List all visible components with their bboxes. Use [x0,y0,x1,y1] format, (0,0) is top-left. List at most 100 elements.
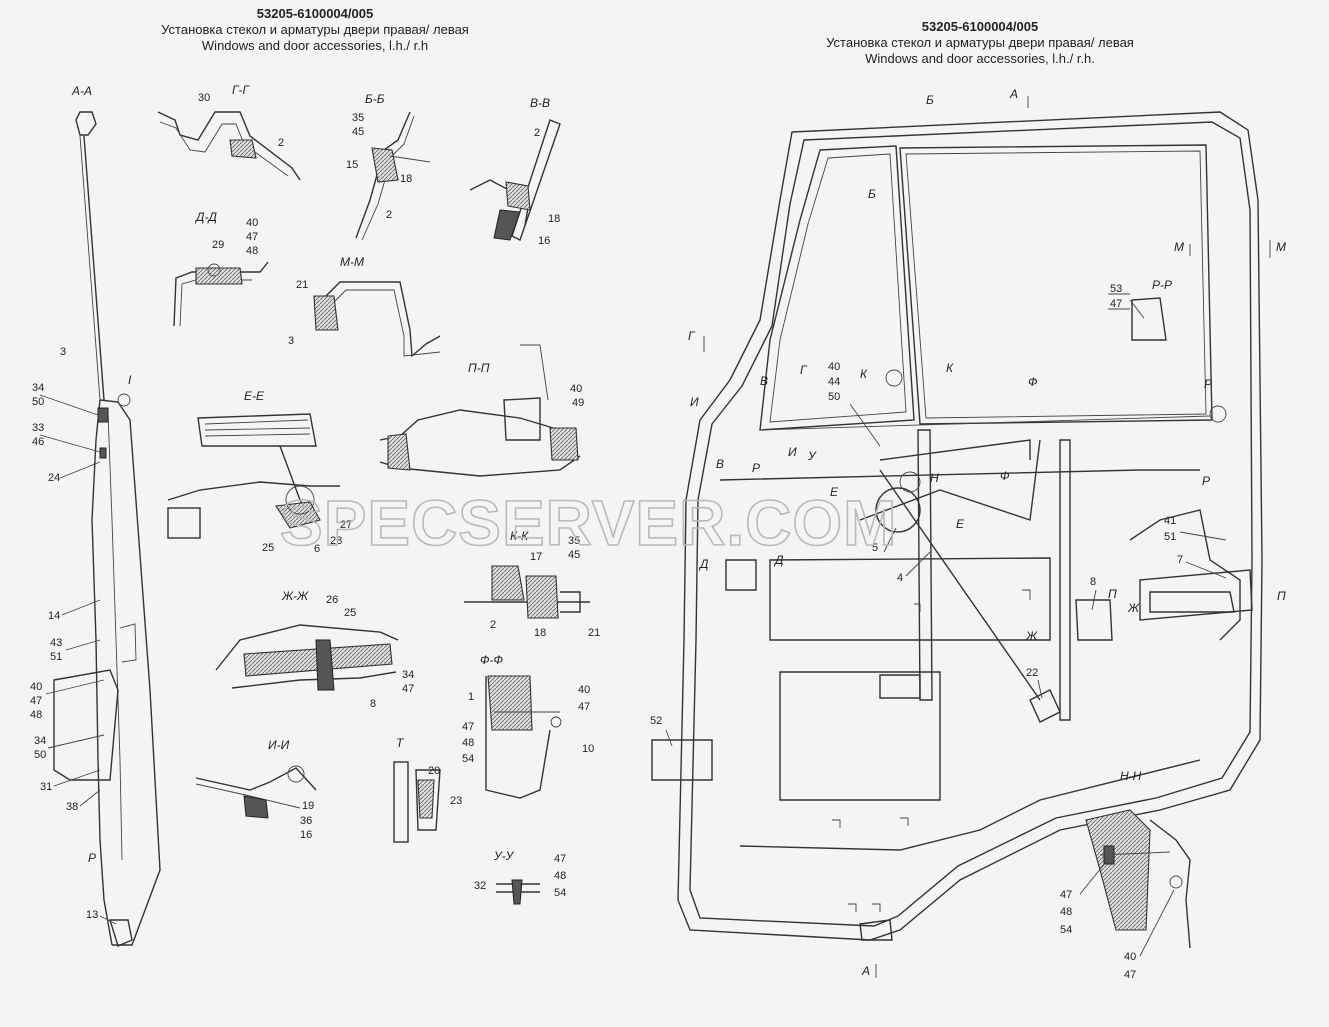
callout-50b: 50 [34,749,46,761]
callout-47-nn2: 47 [1124,969,1136,981]
cut-mark-r-aa: Р [88,851,96,865]
callout-47-ff: 47 [578,701,590,713]
callout-8-zh: 8 [370,698,376,710]
callout-45: 45 [352,126,364,138]
label-section-a-a: А-А [71,84,92,98]
section-k-k: К-К 17 35 45 2 18 21 [464,529,600,639]
label-section-r-r: Р-Р [1152,278,1172,292]
callout-1: 1 [468,691,474,703]
callout-32: 32 [474,880,486,892]
cut-mark-p-left: П [1108,587,1117,601]
section-v-v: В-В 2 18 16 [469,96,561,247]
callout-2-bb: 2 [386,209,392,221]
drawing-code-left: 53205-6100004/005 [256,6,374,21]
title-en-right: Windows and door accessories, l.h./ r.h. [865,51,1095,66]
callout-40-dd: 40 [246,217,258,229]
callout-13: 13 [86,909,98,921]
cut-mark-v-top: В [760,374,768,388]
label-section-u-u: У-У [493,849,515,863]
callout-51: 51 [50,651,62,663]
label-section-p-p: П-П [468,361,490,375]
callout-40-pp: 40 [570,383,582,395]
callout-45-kk: 45 [568,549,580,561]
callout-34: 34 [32,382,44,394]
label-section-t: Т [396,736,405,750]
callout-47-zh: 47 [402,683,414,695]
label-section-v-v: В-В [530,96,550,110]
section-u-u: У-У 32 47 48 54 [474,849,566,905]
cut-mark-i-right: И [788,445,797,459]
section-zh-zh: Ж-Ж 26 25 34 47 8 [215,589,414,710]
cut-mark-u: У [807,449,817,463]
label-section-e-e: Е-Е [244,389,265,403]
callout-17: 17 [530,551,542,563]
cut-mark-r-lower: Р [1202,474,1210,488]
cut-mark-k-left: К [860,367,868,381]
callout-44: 44 [828,376,840,388]
cut-mark-zh-right: Ж [1127,601,1140,615]
cut-mark-b-mid: Б [868,187,876,201]
callout-18-kk: 18 [534,627,546,639]
cut-mark-d-right: Д [773,553,784,567]
title-ru-right: Установка стекол и арматуры двери правая… [826,35,1134,50]
callout-3-mm: 3 [288,335,294,347]
callout-3: 3 [60,346,66,358]
door-assembly: 40 44 50 5 4 8 22 52 41 51 7 Б А Б М М Г… [650,87,1286,978]
callout-41: 41 [1164,515,1176,527]
callout-54-ff: 54 [462,753,474,765]
callout-40-door: 40 [828,361,840,373]
cut-mark-f-mid: Ф [1028,375,1038,389]
callout-50-door: 50 [828,391,840,403]
callout-7: 7 [1177,554,1183,566]
callout-54-uu: 54 [554,887,566,899]
callout-38: 38 [66,801,78,813]
callout-34-zh: 34 [402,669,414,681]
cut-mark-r-upper: Р [1204,377,1212,391]
section-g-g: Г-Г 30 2 [157,83,301,181]
callout-21-kk: 21 [588,627,600,639]
section-f-f: Ф-Ф 1 40 47 47 48 54 10 [462,653,594,799]
callout-47-ff2: 47 [462,721,474,733]
callout-54-nn: 54 [1060,924,1072,936]
cut-mark-m-left: М [1174,240,1184,254]
callout-14: 14 [48,610,60,622]
callout-47-uu: 47 [554,853,566,865]
cut-mark-g-left: Г [688,329,696,343]
callout-33: 33 [32,422,44,434]
callout-36: 36 [300,815,312,827]
cut-mark-e-right: Е [956,517,965,531]
callout-26: 26 [326,594,338,606]
callout-5: 5 [872,542,878,554]
callout-6: 6 [314,543,320,555]
callout-48-dd: 48 [246,245,258,257]
callout-47: 47 [30,695,42,707]
callout-24: 24 [48,472,60,484]
callout-18-vv: 18 [548,213,560,225]
cut-mark-i-left: И [690,395,699,409]
title-block-right: 53205-6100004/005 Установка стекол и арм… [800,19,1160,67]
callout-22: 22 [1026,667,1038,679]
callout-48-nn: 48 [1060,906,1072,918]
cut-mark-r-left: Р [752,461,760,475]
watermark: SPECSERVER.COM [280,487,897,559]
cut-mark-a-bottom: А [861,964,870,978]
cut-mark-n: Н [930,471,939,485]
callout-29: 29 [212,239,224,251]
callout-2-vv: 2 [534,127,540,139]
callout-15: 15 [346,159,358,171]
cut-mark-p-right: П [1277,589,1286,603]
label-section-k-k: К-К [510,529,529,543]
callout-28: 28 [330,535,342,547]
cut-mark-d-left: Д [698,557,709,571]
callout-4: 4 [897,572,903,584]
callout-35-kk: 35 [568,535,580,547]
callout-25-zh: 25 [344,607,356,619]
callout-48-ff: 48 [462,737,474,749]
section-d-d: Д-Д 29 40 47 48 [173,210,269,327]
callout-27: 27 [340,519,352,531]
callout-46: 46 [32,436,44,448]
callout-2-gg: 2 [278,137,284,149]
callout-43: 43 [50,637,62,649]
cut-mark-v-left: В [716,457,724,471]
